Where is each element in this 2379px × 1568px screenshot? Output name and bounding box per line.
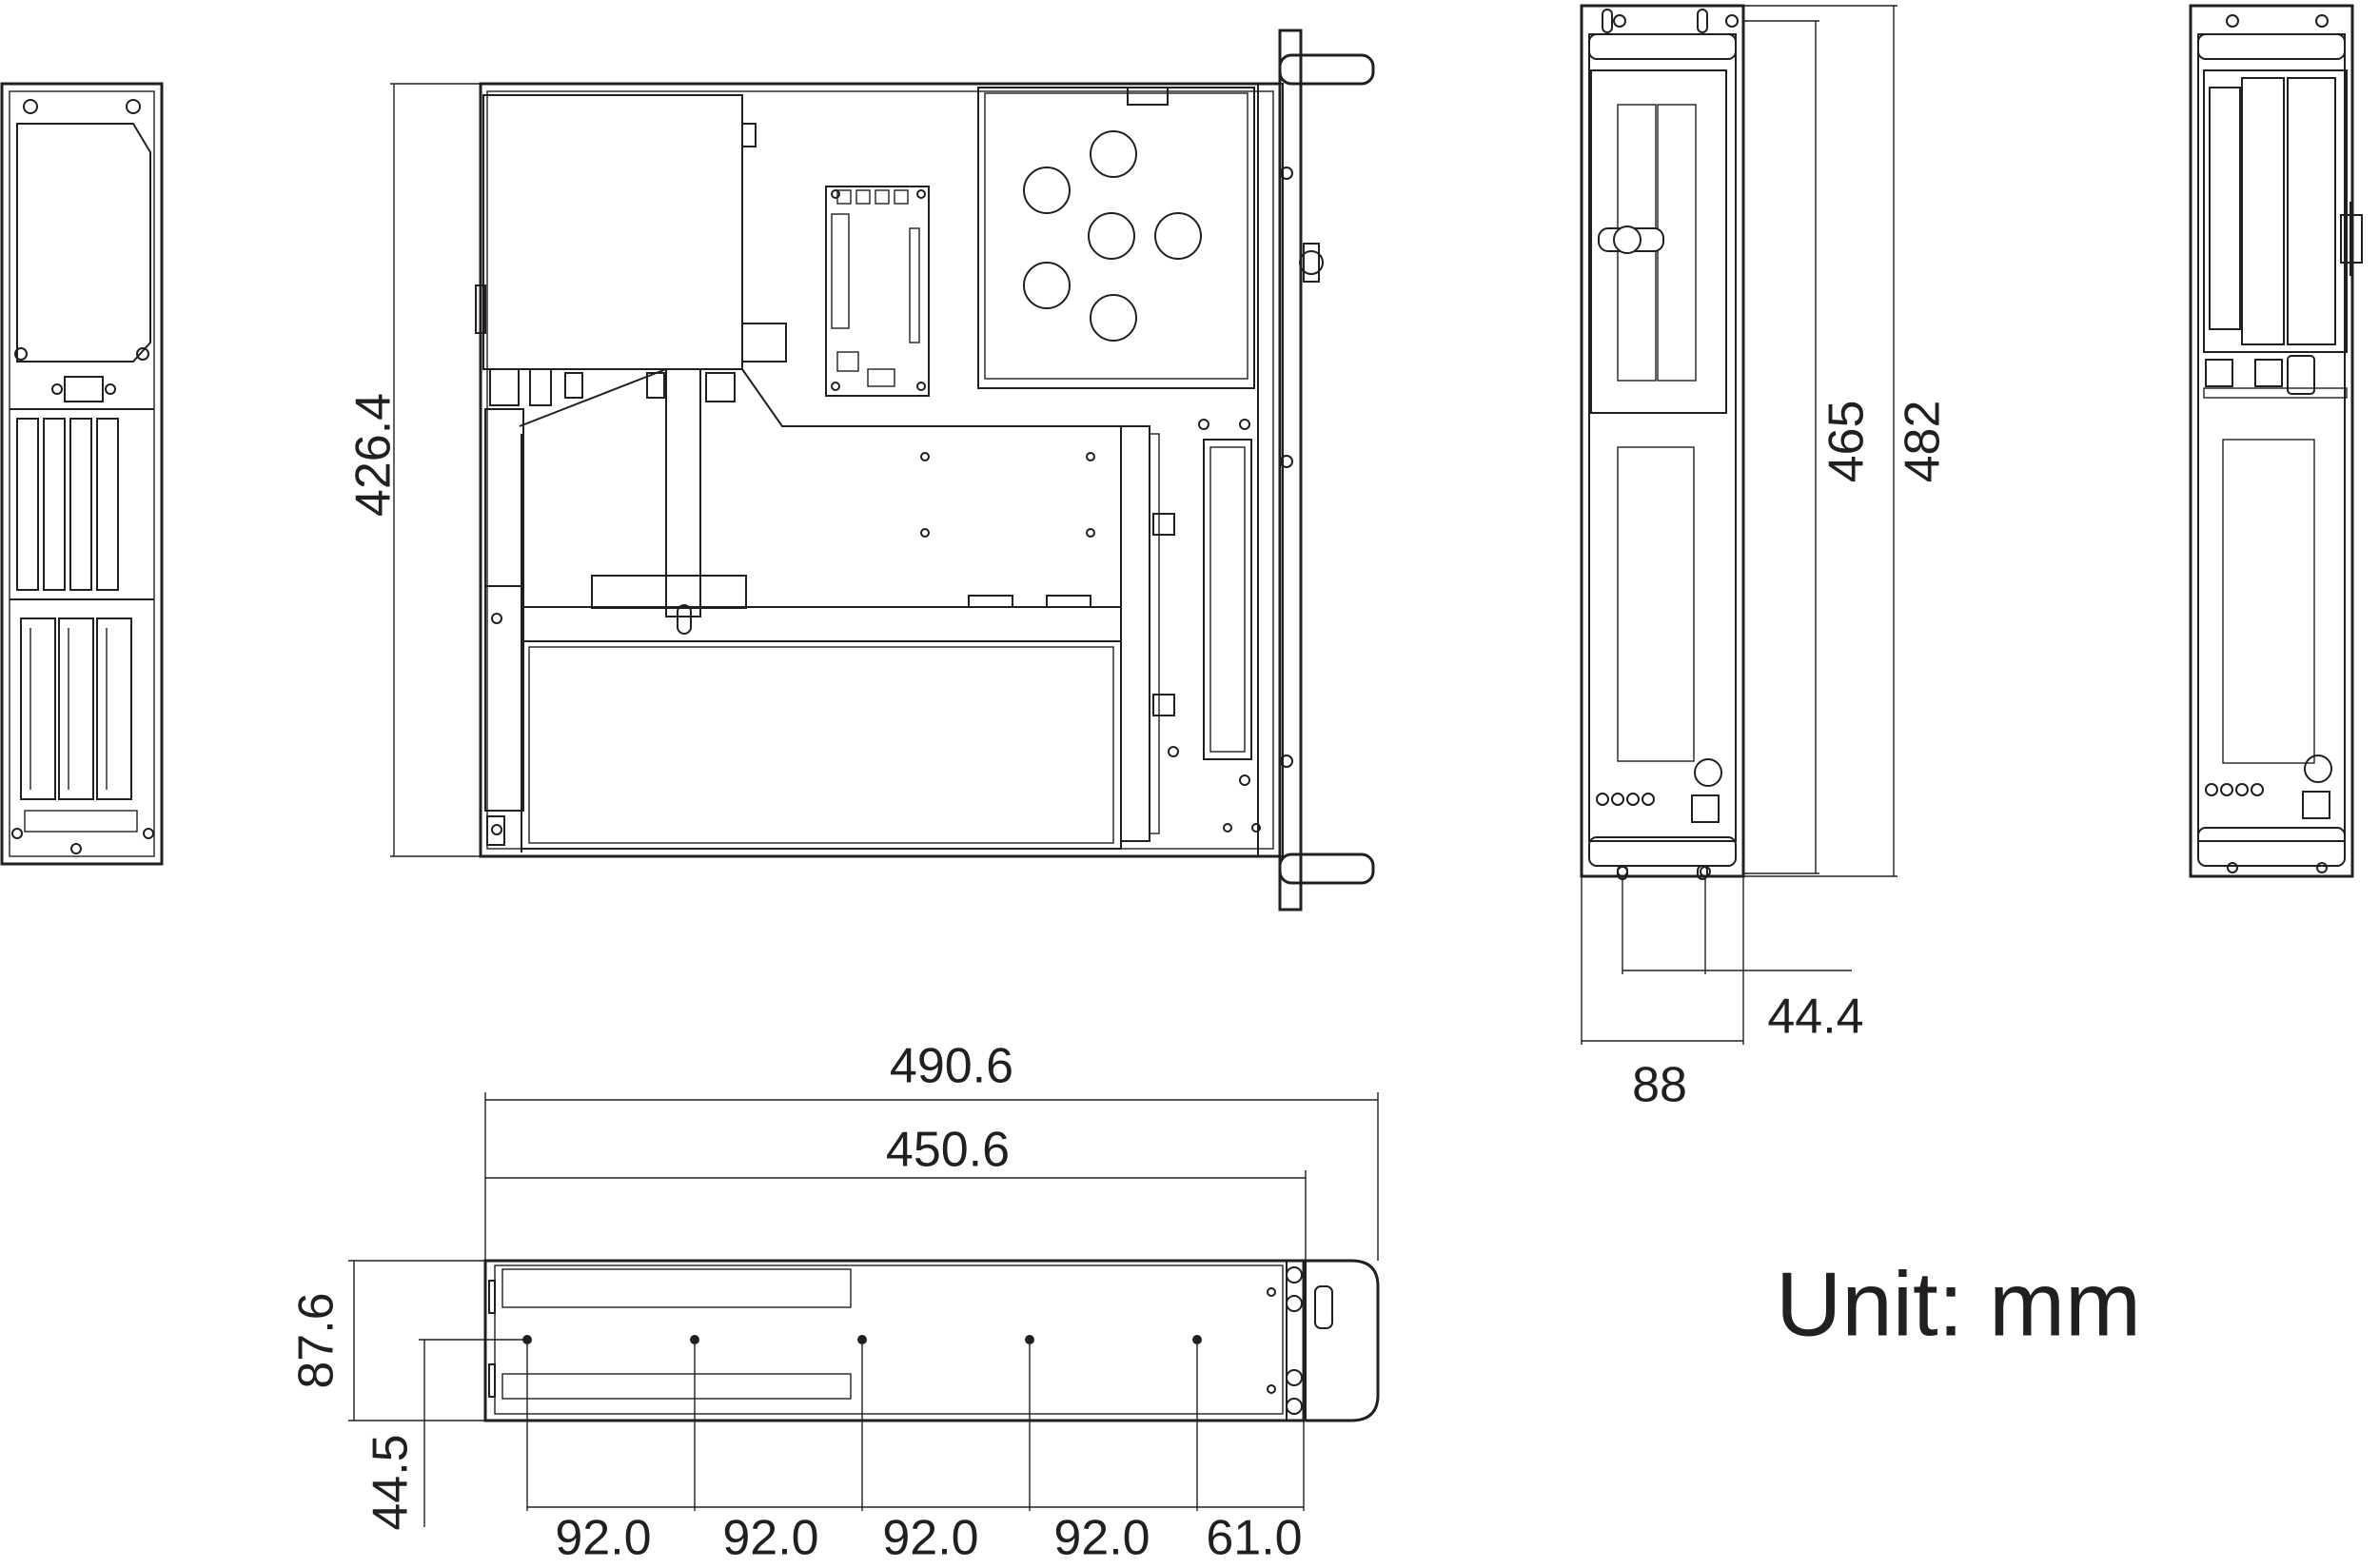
dim-hole-pitch-3: 92.0 (882, 1511, 978, 1566)
dim-side-height: 87.6 (289, 1292, 344, 1388)
dim-front-width: 88 (1632, 1058, 1687, 1113)
unit-label: Unit: mm (1776, 1253, 2141, 1355)
front-view-door-open (2189, 4, 2363, 878)
top-view: 426.4 (346, 29, 1375, 911)
rear-view (0, 82, 164, 866)
dim-side-total-length: 490.6 (890, 1039, 1013, 1094)
dim-hole-pitch-4: 92.0 (1053, 1511, 1150, 1566)
dim-side-body-length: 450.6 (886, 1123, 1010, 1178)
dim-front-outer-height: 482 (1896, 401, 1951, 483)
dim-hole-pitch-1: 92.0 (555, 1511, 651, 1566)
dim-front-inner-height: 465 (1819, 401, 1875, 483)
front-view: 465 482 44.4 88 (1580, 4, 1951, 1113)
dim-hole-end-offset: 61.0 (1206, 1511, 1302, 1566)
dim-side-hole-height: 44.5 (364, 1434, 419, 1530)
dim-top-depth: 426.4 (346, 393, 402, 517)
dim-front-ear-spacing: 44.4 (1767, 990, 1863, 1045)
side-view: 92.0 92.0 92.0 92.0 61.0 490.6 450.6 87.… (289, 1039, 1380, 1566)
dim-hole-pitch-2: 92.0 (722, 1511, 818, 1566)
